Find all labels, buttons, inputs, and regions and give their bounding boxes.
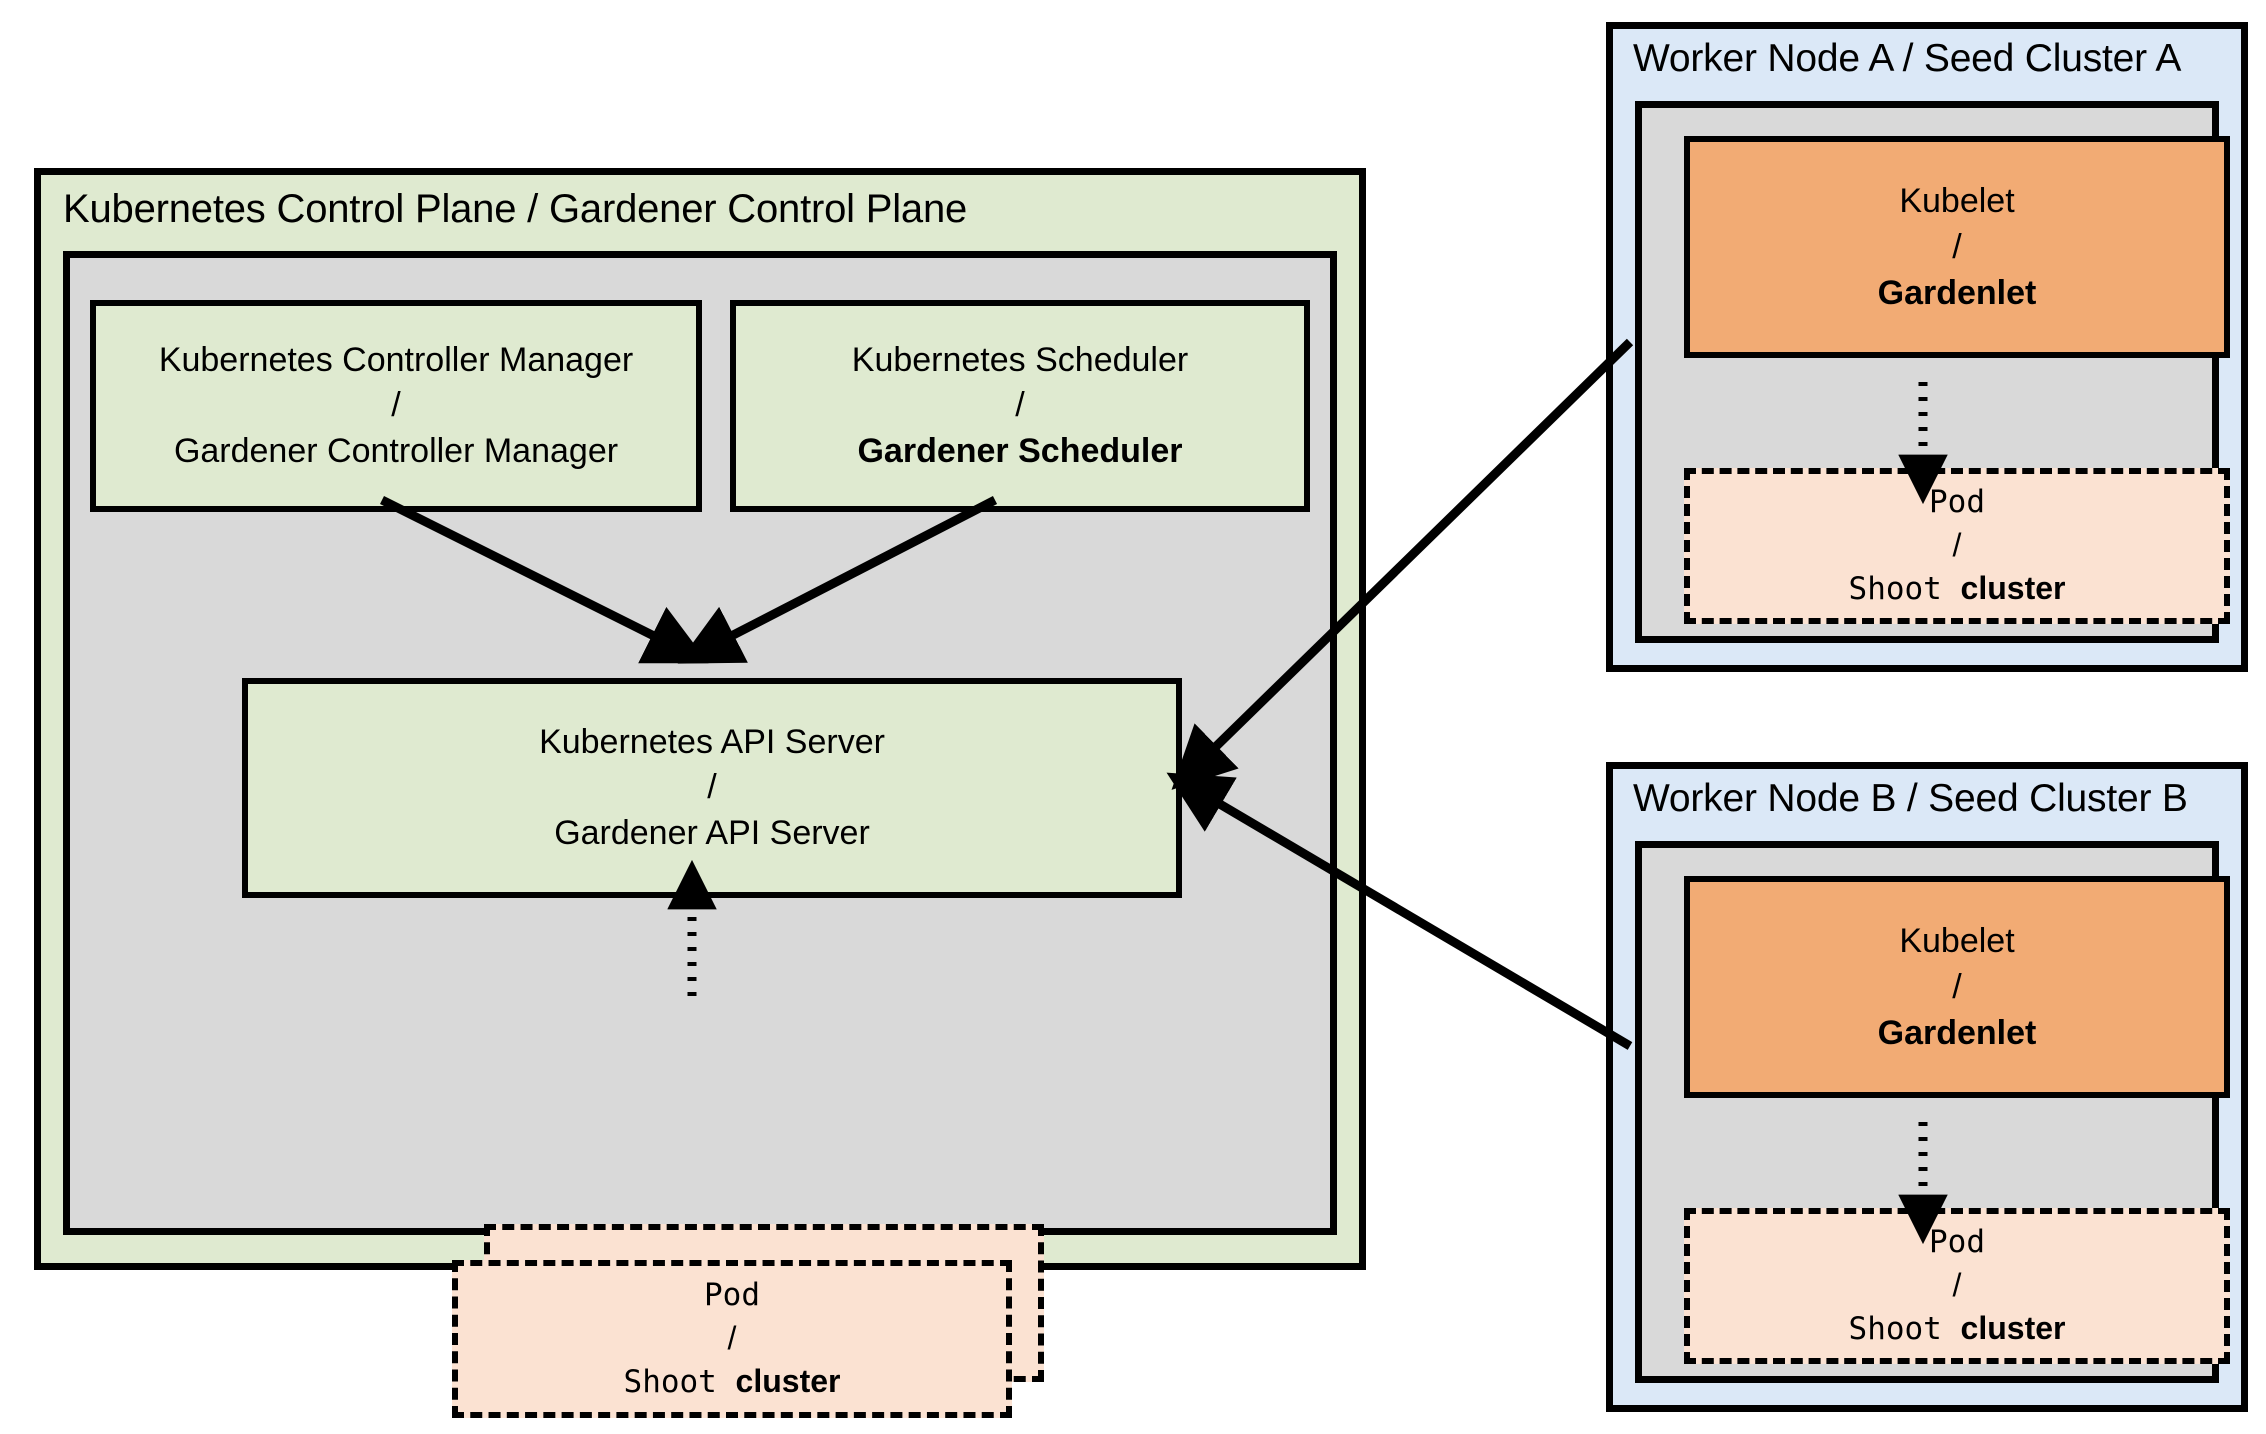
pod-b-line1: Pod [1929, 1224, 1985, 1261]
kubernetes-api-server-box[interactable]: Kubernetes API Server / Gardener API Ser… [242, 678, 1182, 898]
pod-b-separator: / [1952, 1266, 1962, 1303]
control-plane-pod-cluster: cluster [735, 1363, 841, 1400]
control-plane-title: Kubernetes Control Plane / Gardener Cont… [63, 187, 968, 231]
control-plane-inner-region: Kubernetes Controller Manager / Gardener… [63, 251, 1337, 1418]
api-server-line1: Kubernetes API Server [539, 723, 885, 762]
pod-a-line1: Pod [1929, 484, 1985, 521]
pod-a-cluster: cluster [1960, 570, 2066, 607]
kubelet-b-line2: Gardenlet [1877, 1014, 2037, 1053]
kubernetes-controller-manager-box[interactable]: Kubernetes Controller Manager / Gardener… [90, 300, 702, 512]
control-plane-pod-box[interactable]: Pod / Shoot cluster [452, 1260, 1012, 1418]
controller-manager-line1: Kubernetes Controller Manager [158, 341, 634, 380]
kubelet-b-separator: / [1952, 967, 1962, 1006]
kubelet-a-line1: Kubelet [1899, 181, 2015, 220]
worker-node-a-container: Worker Node A / Seed Cluster A Kubelet /… [1606, 22, 2248, 672]
pod-a-line2: Shoot cluster [1849, 567, 2066, 611]
worker-node-a-inner-region: Kubelet / Gardenlet Pod / Shoot cluster [1635, 101, 2230, 643]
control-plane-pod-shoot: Shoot [623, 1364, 717, 1401]
control-plane-pod-separator: / [727, 1319, 737, 1356]
scheduler-line1: Kubernetes Scheduler [851, 341, 1189, 380]
scheduler-line2: Gardener Scheduler [857, 431, 1183, 470]
api-server-line2: Gardener API Server [554, 813, 870, 852]
gardenlet-a-box[interactable]: Kubelet / Gardenlet [1684, 136, 2230, 358]
gardenlet-b-box[interactable]: Kubelet / Gardenlet [1684, 876, 2230, 1098]
worker-node-a-pod-box[interactable]: Pod / Shoot cluster [1684, 468, 2230, 624]
controller-manager-separator: / [391, 386, 401, 425]
pod-b-shoot: Shoot [1848, 1311, 1942, 1348]
kubernetes-control-plane-container: Kubernetes Control Plane / Gardener Cont… [34, 168, 1366, 1418]
worker-node-b-title: Worker Node B / Seed Cluster B [1633, 777, 2188, 820]
kubelet-a-line2: Gardenlet [1877, 274, 2037, 313]
pod-b-line2: Shoot cluster [1849, 1307, 2066, 1351]
pod-b-cluster: cluster [1960, 1310, 2066, 1347]
worker-node-b-pod-box[interactable]: Pod / Shoot cluster [1684, 1208, 2230, 1364]
worker-node-a-title: Worker Node A / Seed Cluster A [1633, 37, 2182, 80]
controller-manager-line2: Gardener Controller Manager [173, 431, 619, 470]
kubernetes-scheduler-box[interactable]: Kubernetes Scheduler / Gardener Schedule… [730, 300, 1310, 512]
pod-a-separator: / [1952, 526, 1962, 563]
api-server-separator: / [707, 768, 717, 807]
scheduler-separator: / [1015, 386, 1025, 425]
control-plane-pod-line2: Shoot cluster [624, 1360, 841, 1404]
kubelet-b-line1: Kubelet [1899, 921, 2015, 960]
control-plane-pod-line1: Pod [704, 1277, 760, 1314]
kubelet-a-separator: / [1952, 227, 1962, 266]
pod-a-shoot: Shoot [1848, 571, 1942, 608]
worker-node-b-container: Worker Node B / Seed Cluster B Kubelet /… [1606, 762, 2248, 1412]
worker-node-b-inner-region: Kubelet / Gardenlet Pod / Shoot cluster [1635, 841, 2230, 1383]
